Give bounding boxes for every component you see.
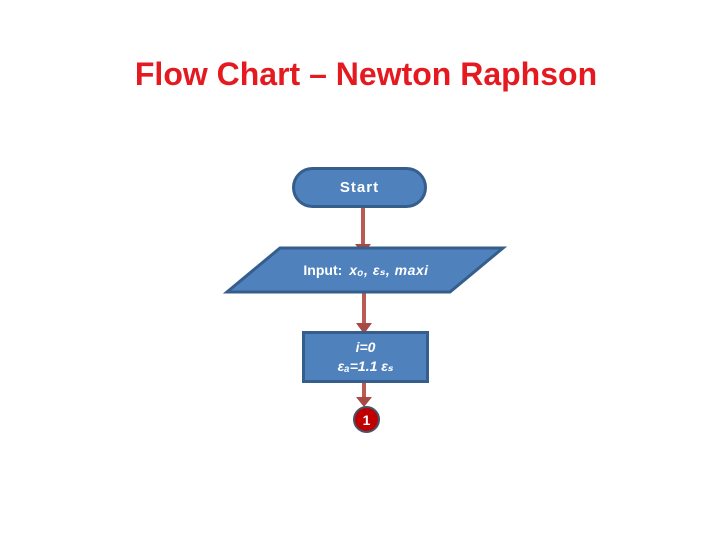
process-line-2: εₐ=1.1 εₛ: [337, 358, 394, 374]
input-label-prefix: Input:: [303, 262, 343, 278]
process-node: i=0 εₐ=1.1 εₛ: [302, 331, 429, 383]
input-node: Input: xₒ, εₛ, maxi: [227, 248, 505, 292]
process-line-1: i=0: [355, 339, 376, 355]
slide-title: Flow Chart – Newton Raphson: [134, 56, 598, 92]
start-node-label: Start: [339, 179, 380, 196]
start-node: Start: [292, 167, 427, 208]
input-label-args: xₒ, εₛ, maxi: [349, 261, 429, 278]
flow-arrow-process-to-connector: [356, 383, 372, 407]
flow-arrow-input-to-process: [356, 293, 372, 334]
connector-label: 1: [362, 411, 371, 428]
connector-node: 1: [353, 406, 380, 433]
